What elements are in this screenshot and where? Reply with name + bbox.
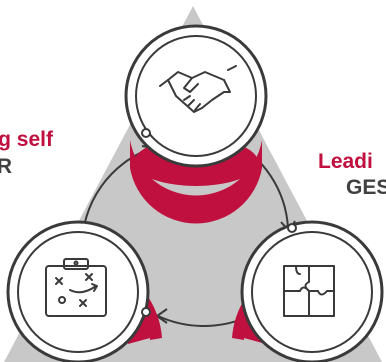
node-top	[124, 24, 268, 224]
right-label-line2: GES	[346, 176, 386, 199]
node-bottom-left	[6, 220, 162, 362]
handshake-icon	[159, 65, 237, 113]
right-label-line1: Leadi	[318, 150, 373, 173]
puzzle-icon	[283, 265, 335, 317]
node-top-inner-ring	[135, 35, 257, 157]
node-bottom-right	[232, 220, 384, 362]
node-top-crescent	[130, 140, 262, 224]
left-label-line1: g self	[0, 128, 53, 151]
left-label-line2: R	[0, 155, 12, 178]
node-bottom-right-connector-dot	[287, 223, 297, 233]
node-bottom-left-connector-dot	[141, 307, 151, 317]
node-top-connector-dot	[141, 128, 151, 138]
strategy-board-icon	[45, 258, 107, 317]
